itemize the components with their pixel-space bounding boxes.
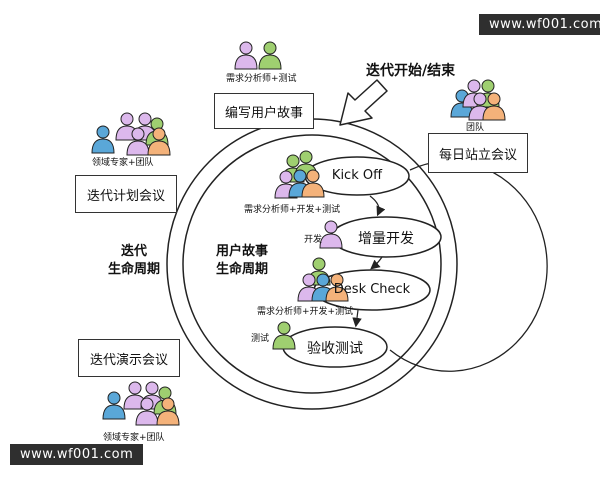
person-icon: [147, 127, 171, 156]
story-cycle-label: 用户故事 生命周期: [216, 244, 269, 277]
person-icon: [135, 397, 159, 426]
iteration-start-end-label: 迭代开始/结束: [366, 63, 456, 79]
meeting-write-story: 编写用户故事: [214, 93, 314, 129]
stage-desk-check-label: Desk Check: [333, 282, 411, 297]
caption-team: 团队: [466, 123, 485, 133]
caption-test: 测试: [251, 334, 270, 344]
person-icon: [115, 112, 139, 141]
stage-kickoff-label: Kick Off: [331, 168, 383, 183]
watermark-top: www.wf001.com: [479, 14, 600, 35]
stage-increment-label: 增量开发: [358, 231, 414, 247]
person-icon: [123, 381, 147, 410]
meeting-standup: 每日站立会议: [428, 133, 528, 173]
caption-analyst-dev-test-1: 需求分析师+开发+测试: [244, 205, 341, 215]
person-icon: [156, 397, 180, 426]
person-icon: [258, 41, 282, 70]
flow-arrow-1: [369, 195, 386, 217]
watermark-bottom: www.wf001.com: [10, 444, 144, 465]
caption-domain-team-bottom: 领域专家+团队: [103, 433, 165, 443]
person-icon: [91, 125, 115, 154]
person-icon: [319, 220, 343, 249]
person-icon: [301, 169, 325, 198]
person-icon: [325, 273, 349, 302]
person-icon: [234, 41, 258, 70]
start-arrow: [339, 79, 388, 126]
caption-analyst-test: 需求分析师+测试: [226, 74, 297, 84]
caption-dev: 开发: [304, 235, 323, 245]
flow-arrow-3: [352, 309, 362, 328]
story-cycle-ring: [389, 160, 548, 372]
person-icon: [482, 92, 506, 121]
caption-domain-team-top: 领域专家+团队: [92, 158, 154, 168]
people-icons: [91, 41, 506, 426]
stage-acceptance-label: 验收测试: [307, 341, 363, 357]
meeting-demo: 迭代演示会议: [78, 339, 180, 377]
flow-arrow-2: [370, 256, 383, 270]
person-icon: [102, 391, 126, 420]
caption-analyst-dev-test-2: 需求分析师+开发+测试: [257, 307, 354, 317]
meeting-planning: 迭代计划会议: [75, 175, 177, 213]
person-icon: [126, 127, 150, 156]
person-icon: [272, 321, 296, 350]
iteration-ring-inner: [182, 134, 442, 394]
iteration-cycle-label: 迭代 生命周期: [108, 244, 161, 277]
